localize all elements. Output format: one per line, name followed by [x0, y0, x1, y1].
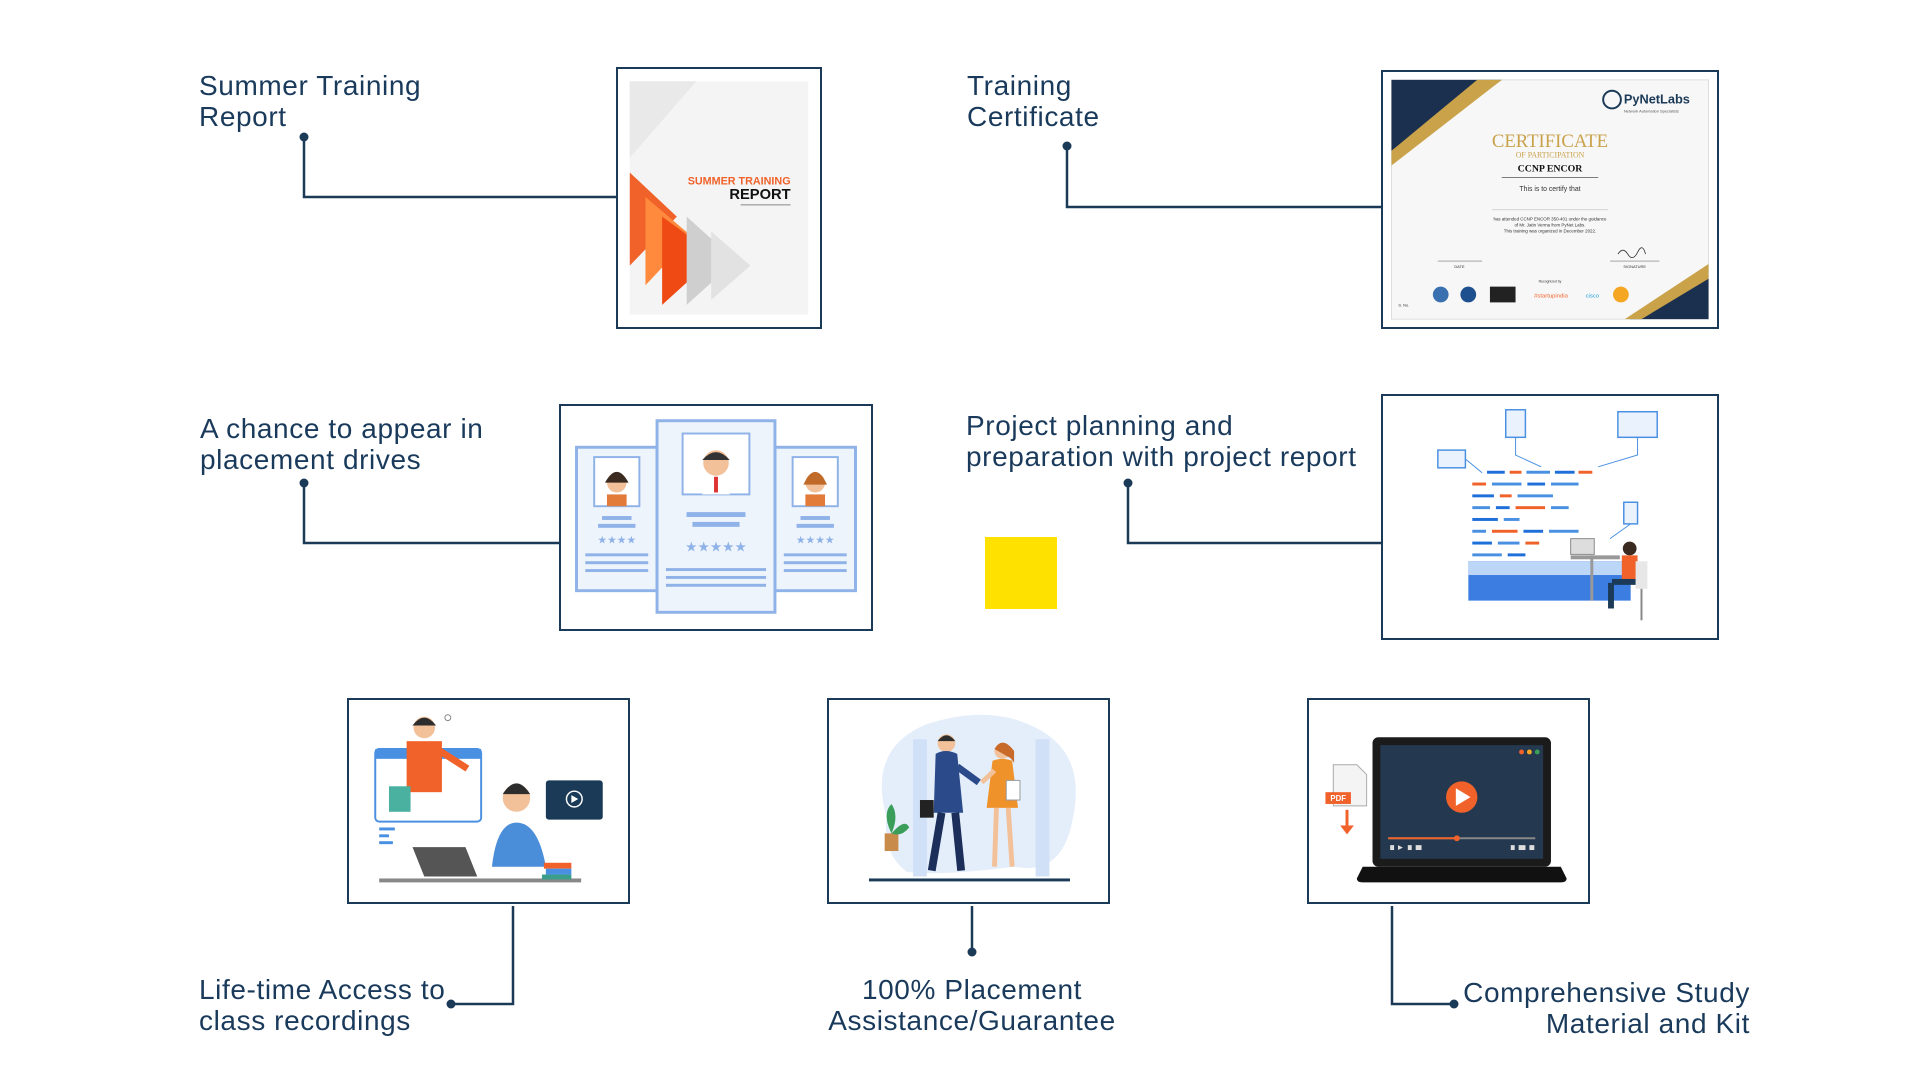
recordings-label: Life-time Access to class recordings — [199, 974, 446, 1036]
recordings-card — [347, 698, 630, 904]
project-planning-icon — [1437, 409, 1658, 621]
svg-text:cisco: cisco — [1586, 293, 1600, 299]
report-title-1: SUMMER TRAINING — [688, 175, 791, 187]
project-planning-label: Project planning and preparation with pr… — [966, 410, 1357, 472]
svg-text:CCNP ENCOR: CCNP ENCOR — [1518, 163, 1584, 174]
placement-assist-label: 100% Placement Assistance/Guarantee — [828, 974, 1116, 1036]
svg-text:SIGNATURE: SIGNATURE — [1623, 264, 1646, 269]
pdf-badge: PDF — [1330, 794, 1346, 803]
svg-text:of Mr. Jatin Verma from PyNet: of Mr. Jatin Verma from PyNet Labs. — [1514, 223, 1585, 228]
yellow-square — [985, 537, 1057, 609]
study-material-card: PDF — [1307, 698, 1590, 904]
svg-text:This training was organized in: This training was organized in December … — [1504, 228, 1596, 233]
svg-text:OF PARTICIPATION: OF PARTICIPATION — [1516, 151, 1585, 160]
placement-drives-label: A chance to appear in placement drives — [200, 413, 484, 475]
svg-text:CERTIFICATE: CERTIFICATE — [1492, 131, 1608, 152]
svg-text:has attended CCNP ENCOR 350-40: has attended CCNP ENCOR 350-401 under th… — [1494, 217, 1608, 222]
svg-text:S. No.: S. No. — [1398, 302, 1409, 307]
svg-text:★★★★: ★★★★ — [796, 535, 835, 547]
svg-text:★★★★★: ★★★★★ — [685, 539, 747, 554]
study-material-label: Comprehensive Study Material and Kit — [1463, 977, 1750, 1039]
laptop-video-icon: PDF — [1325, 737, 1567, 883]
svg-text:Recognized by: Recognized by — [1539, 280, 1562, 284]
certificate-card: PyNetLabs Network Automation Specialists… — [1381, 70, 1719, 329]
resume-profiles-icon: ★★★★ ★★★★ ★★★★★ — [575, 419, 857, 614]
placement-assist-card — [827, 698, 1110, 904]
svg-text:DATE: DATE — [1454, 264, 1465, 269]
project-planning-card — [1381, 394, 1719, 640]
handshake-icon — [868, 714, 1076, 882]
summer-report-card: SUMMER TRAINING REPORT — [616, 67, 822, 329]
svg-text:#startupindia: #startupindia — [1534, 293, 1568, 299]
certificate-label: Training Certificate — [967, 70, 1100, 132]
svg-text:This is to certify that: This is to certify that — [1519, 186, 1580, 193]
placement-drives-card: ★★★★ ★★★★ ★★★★★ — [559, 404, 873, 631]
online-class-icon — [374, 714, 603, 883]
svg-text:Network Automation Specialists: Network Automation Specialists — [1624, 108, 1679, 113]
svg-text:★★★★: ★★★★ — [597, 535, 636, 547]
report-cover-icon: SUMMER TRAINING REPORT — [629, 81, 809, 315]
svg-text:PyNetLabs: PyNetLabs — [1624, 92, 1690, 107]
certificate-icon: PyNetLabs Network Automation Specialists… — [1390, 79, 1710, 320]
report-title-2: REPORT — [729, 187, 790, 203]
summer-report-label: Summer Training Report — [199, 70, 422, 132]
